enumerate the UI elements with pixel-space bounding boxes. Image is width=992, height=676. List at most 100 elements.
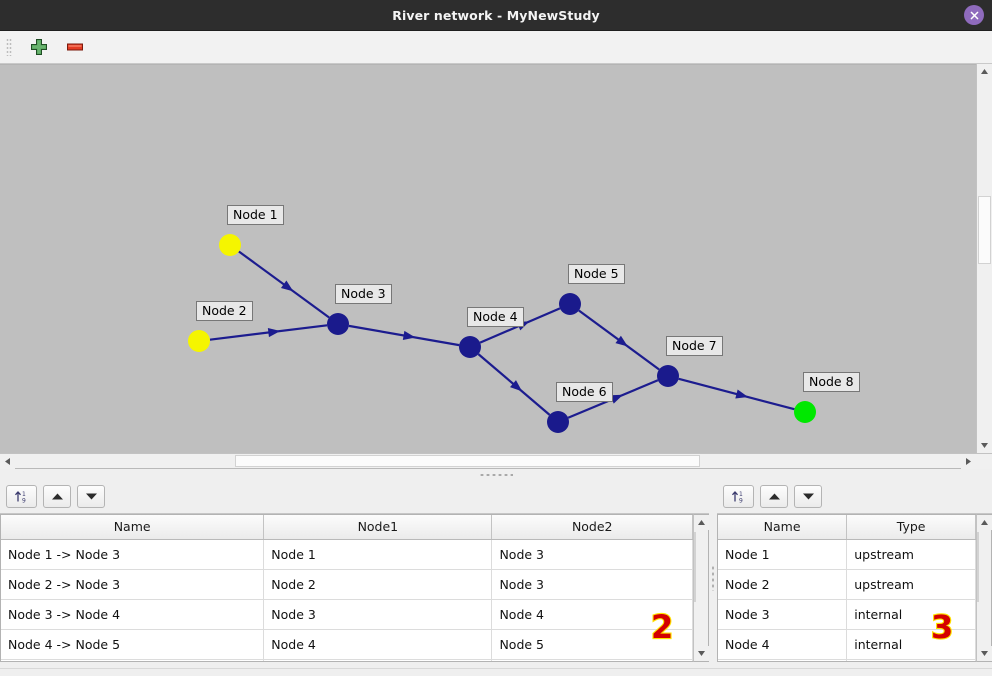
- table-cell[interactable]: Node 1: [718, 539, 848, 570]
- toolbar-grip[interactable]: [6, 38, 12, 56]
- graph-vertical-scrollbar[interactable]: [976, 64, 992, 453]
- reaches-vscroll-thumb[interactable]: [694, 532, 696, 602]
- reaches-toolbar: 1 9: [0, 480, 709, 513]
- network-graph-pane: Node 1 Node 2 Node 3 Node 4 Node 5 Node 6 Node…: [0, 64, 992, 469]
- table-row-empty[interactable]: [718, 659, 976, 661]
- table-cell-empty[interactable]: [263, 659, 493, 661]
- scroll-left-icon[interactable]: [0, 454, 15, 469]
- table-cell[interactable]: Node 1 -> Node 3: [1, 539, 265, 570]
- table-cell[interactable]: Node 1: [263, 539, 493, 570]
- vertical-pane-splitter[interactable]: [709, 480, 717, 676]
- scroll-right-icon[interactable]: [961, 454, 976, 469]
- graph-node-label[interactable]: Node 7: [666, 336, 723, 356]
- graph-node-label[interactable]: Node 6: [556, 382, 613, 402]
- graph-node[interactable]: [327, 313, 349, 335]
- graph-node[interactable]: [794, 401, 816, 423]
- table-cell[interactable]: upstream: [846, 569, 976, 600]
- table-cell[interactable]: Node 4: [263, 629, 493, 660]
- table-cell[interactable]: Node 4 -> Node 5: [1, 629, 265, 660]
- column-header[interactable]: Type: [846, 515, 976, 540]
- reaches-scroll-down-icon[interactable]: [694, 646, 709, 661]
- table-cell[interactable]: Node 2: [263, 569, 493, 600]
- graph-hscroll-thumb[interactable]: [235, 455, 700, 467]
- nodes-vscroll-thumb[interactable]: [977, 532, 979, 602]
- nodes-vertical-scrollbar[interactable]: [976, 514, 992, 662]
- table-cell[interactable]: Node 3: [491, 539, 693, 570]
- graph-node-label[interactable]: Node 3: [335, 284, 392, 304]
- table-cell[interactable]: Node 3: [718, 599, 848, 630]
- table-row-empty[interactable]: [1, 659, 693, 661]
- column-header[interactable]: Node2: [491, 515, 693, 540]
- horizontal-splitter[interactable]: [0, 468, 992, 480]
- column-header[interactable]: Name: [718, 515, 848, 540]
- reaches-move-up-button[interactable]: [43, 485, 71, 508]
- add-plus-icon[interactable]: [28, 36, 50, 58]
- nodes-vscroll-track[interactable]: [977, 530, 991, 646]
- reaches-move-down-button[interactable]: [77, 485, 105, 508]
- nodes-scroll-up-icon[interactable]: [977, 515, 992, 530]
- graph-node-label[interactable]: Node 2: [196, 301, 253, 321]
- table-cell-empty[interactable]: [491, 659, 693, 661]
- graph-node[interactable]: [219, 234, 241, 256]
- graph-hscroll-track[interactable]: [15, 454, 961, 468]
- graph-horizontal-scrollbar[interactable]: [0, 453, 992, 469]
- table-cell[interactable]: internal: [846, 599, 976, 630]
- nodes-scroll-down-icon[interactable]: [977, 646, 992, 661]
- close-icon[interactable]: [964, 5, 984, 25]
- graph-node-label[interactable]: Node 5: [568, 264, 625, 284]
- table-cell[interactable]: Node 4: [491, 599, 693, 630]
- column-header[interactable]: Name: [1, 515, 265, 540]
- scrollbar-corner: [976, 454, 992, 469]
- table-cell[interactable]: Node 2: [718, 569, 848, 600]
- scroll-up-icon[interactable]: [977, 64, 992, 79]
- table-cell[interactable]: Node 2 -> Node 3: [1, 569, 265, 600]
- reaches-scroll-up-icon[interactable]: [694, 515, 709, 530]
- network-graph-canvas[interactable]: Node 1 Node 2 Node 3 Node 4 Node 5 Node 6 Node…: [0, 64, 976, 453]
- graph-vscroll-thumb[interactable]: [978, 196, 991, 264]
- nodes-move-down-button[interactable]: [794, 485, 822, 508]
- table-cell-empty[interactable]: [846, 659, 976, 661]
- table-cell[interactable]: Node 3: [263, 599, 493, 630]
- graph-vscroll-track[interactable]: [977, 79, 992, 438]
- remove-minus-icon[interactable]: [64, 36, 86, 58]
- graph-node[interactable]: [547, 411, 569, 433]
- nodes-sort-button[interactable]: 1 9: [723, 485, 754, 508]
- graph-node-label[interactable]: Node 4: [467, 307, 524, 327]
- graph-node[interactable]: [459, 336, 481, 358]
- table-cell[interactable]: Node 3 -> Node 4: [1, 599, 265, 630]
- graph-node[interactable]: [559, 293, 581, 315]
- table-cell[interactable]: upstream: [846, 539, 976, 570]
- table-cell-empty[interactable]: [718, 659, 848, 661]
- graph-node[interactable]: [657, 365, 679, 387]
- graph-node[interactable]: [188, 330, 210, 352]
- table-cell-empty[interactable]: [1, 659, 265, 661]
- table-cell[interactable]: Node 5: [491, 629, 693, 660]
- reaches-sort-button[interactable]: 1 9: [6, 485, 37, 508]
- graph-node-label[interactable]: Node 8: [803, 372, 860, 392]
- nodes-move-up-button[interactable]: [760, 485, 788, 508]
- graph-node-label[interactable]: Node 1: [227, 205, 284, 225]
- table-cell[interactable]: internal: [846, 629, 976, 660]
- reaches-vscroll-track[interactable]: [694, 530, 708, 646]
- scroll-down-icon[interactable]: [977, 438, 992, 453]
- table-cell[interactable]: Node 3: [491, 569, 693, 600]
- column-header[interactable]: Node1: [263, 515, 493, 540]
- reaches-vertical-scrollbar[interactable]: [693, 514, 709, 662]
- table-cell[interactable]: Node 4: [718, 629, 848, 660]
